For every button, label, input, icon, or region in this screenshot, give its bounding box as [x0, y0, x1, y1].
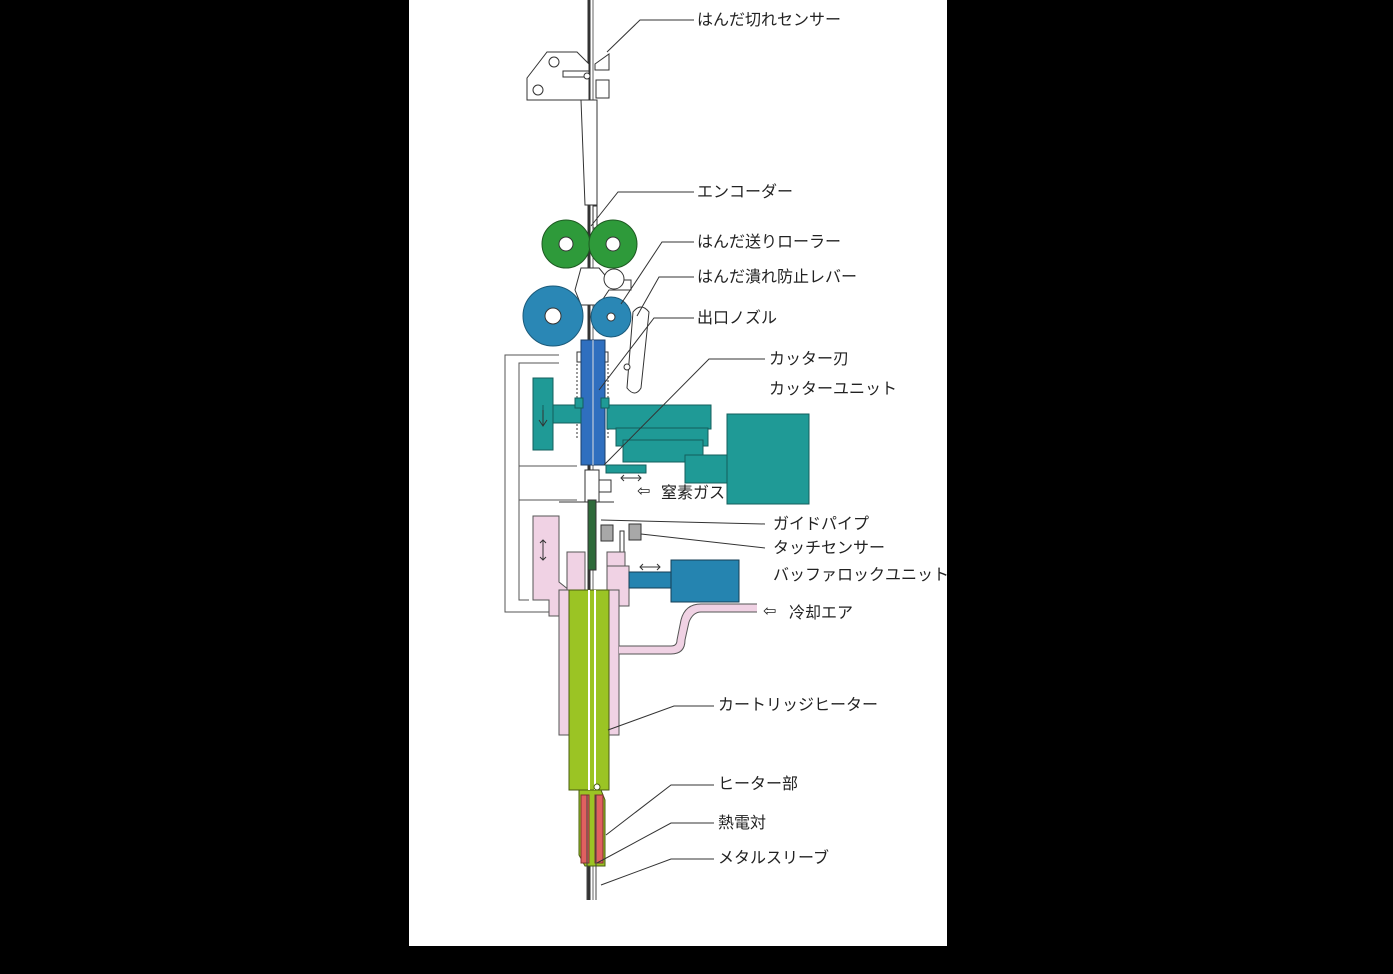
leader-lines	[590, 19, 766, 886]
solder-out-sensor	[526, 51, 610, 101]
label-metal-sleeve: メタルスリーブ	[718, 848, 830, 867]
frame	[504, 354, 577, 613]
solder-feed-roller-green	[541, 219, 638, 269]
label-nitrogen-gas: 窒素ガス	[661, 483, 726, 502]
label-cutter-unit: カッターユニット	[769, 379, 898, 398]
solder-feeder-diagram	[504, 0, 810, 900]
label-solder-out-sensor: はんだ切れセンサー	[697, 10, 842, 29]
label-thermocouple: 熱電対	[718, 813, 767, 832]
roller-housing	[574, 267, 632, 306]
label-guide-pipe: ガイドパイプ	[773, 514, 870, 533]
label-buffer-lock-unit: バッファロックユニット	[773, 565, 950, 584]
label-cartridge-heater: カートリッジヒーター	[718, 695, 879, 714]
label-encoder: エンコーダー	[697, 182, 794, 201]
guide-pipe	[587, 499, 597, 571]
label-heater-part: ヒーター部	[718, 774, 799, 793]
nitrogen-inlet	[559, 469, 641, 503]
label-cutter-blade: カッター刃	[769, 349, 850, 368]
label-exit-nozzle: 出口ノズル	[697, 308, 778, 327]
touch-sensor	[600, 523, 642, 567]
label-anti-crush-lever: はんだ潰れ防止レバー	[697, 267, 858, 286]
buffer-lock-unit	[628, 559, 740, 603]
label-touch-sensor: タッチセンサー	[773, 538, 886, 557]
metal-sleeve	[586, 795, 597, 900]
diagram-canvas: はんだ切れセンサー エンコーダー はんだ送りローラー はんだ潰れ防止レバー 出口…	[409, 0, 950, 946]
label-cooling-air: 冷却エア	[789, 603, 854, 622]
anti-crush-lever	[623, 306, 650, 394]
encoder	[580, 99, 598, 229]
cooling-air-arrow-icon: ⇦	[763, 601, 777, 620]
solder-feed-roller-blue	[522, 285, 632, 347]
heater-part	[580, 794, 604, 864]
label-solder-feed-roller: はんだ送りローラー	[697, 232, 842, 251]
nitrogen-inlet-arrow-icon: ⇦	[637, 481, 651, 500]
cooling-air-tube	[619, 603, 757, 655]
cutter-unit	[532, 377, 810, 505]
motion-arrows	[538, 410, 661, 571]
